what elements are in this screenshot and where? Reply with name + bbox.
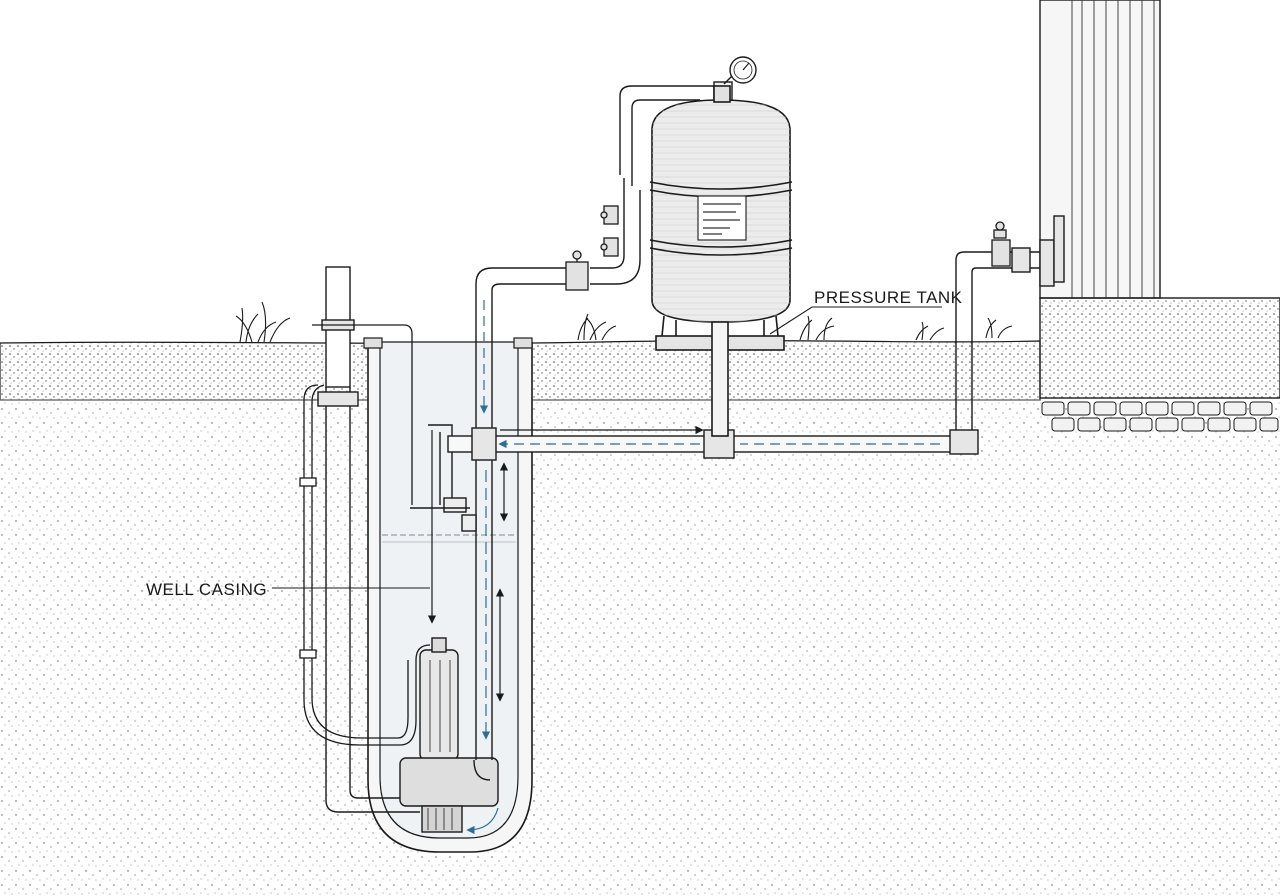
submersible-pump bbox=[399, 637, 499, 833]
well-casing bbox=[363, 337, 533, 853]
pressure-gauge-icon bbox=[723, 56, 757, 85]
callout-leaders bbox=[272, 306, 942, 589]
casing-cap-right bbox=[513, 337, 533, 349]
wall-siding bbox=[1071, 0, 1155, 298]
flow-arrow-icon bbox=[427, 300, 940, 835]
foundation-stones bbox=[1041, 401, 1279, 432]
tank-label-plate bbox=[697, 195, 747, 241]
casing-inner-bore bbox=[379, 341, 519, 839]
casing-cap-left bbox=[363, 337, 383, 349]
foundation-slab bbox=[1039, 297, 1280, 399]
electrical-cable bbox=[299, 324, 431, 746]
well-casing-label: WELL CASING bbox=[146, 580, 268, 599]
drop-pipe bbox=[410, 284, 493, 781]
tank-outlet-pipe bbox=[711, 321, 729, 437]
pump-motor bbox=[419, 649, 459, 761]
pressure-tank-leader bbox=[769, 306, 942, 335]
vent-pipe bbox=[317, 266, 420, 813]
valve-icon bbox=[565, 205, 1011, 291]
house-wall bbox=[1039, 0, 1161, 299]
vent-pipe-shaft bbox=[325, 387, 420, 813]
pressure-tank bbox=[649, 85, 793, 437]
tee-fitting bbox=[471, 427, 497, 461]
subsoil bbox=[0, 400, 1280, 896]
supply-line bbox=[447, 215, 1065, 461]
pressure-tank-label: PRESSURE TANK bbox=[814, 288, 963, 307]
house-flange bbox=[1039, 239, 1055, 287]
pump-base bbox=[399, 757, 499, 807]
house bbox=[1039, 0, 1280, 432]
grass-icon bbox=[235, 301, 1013, 343]
